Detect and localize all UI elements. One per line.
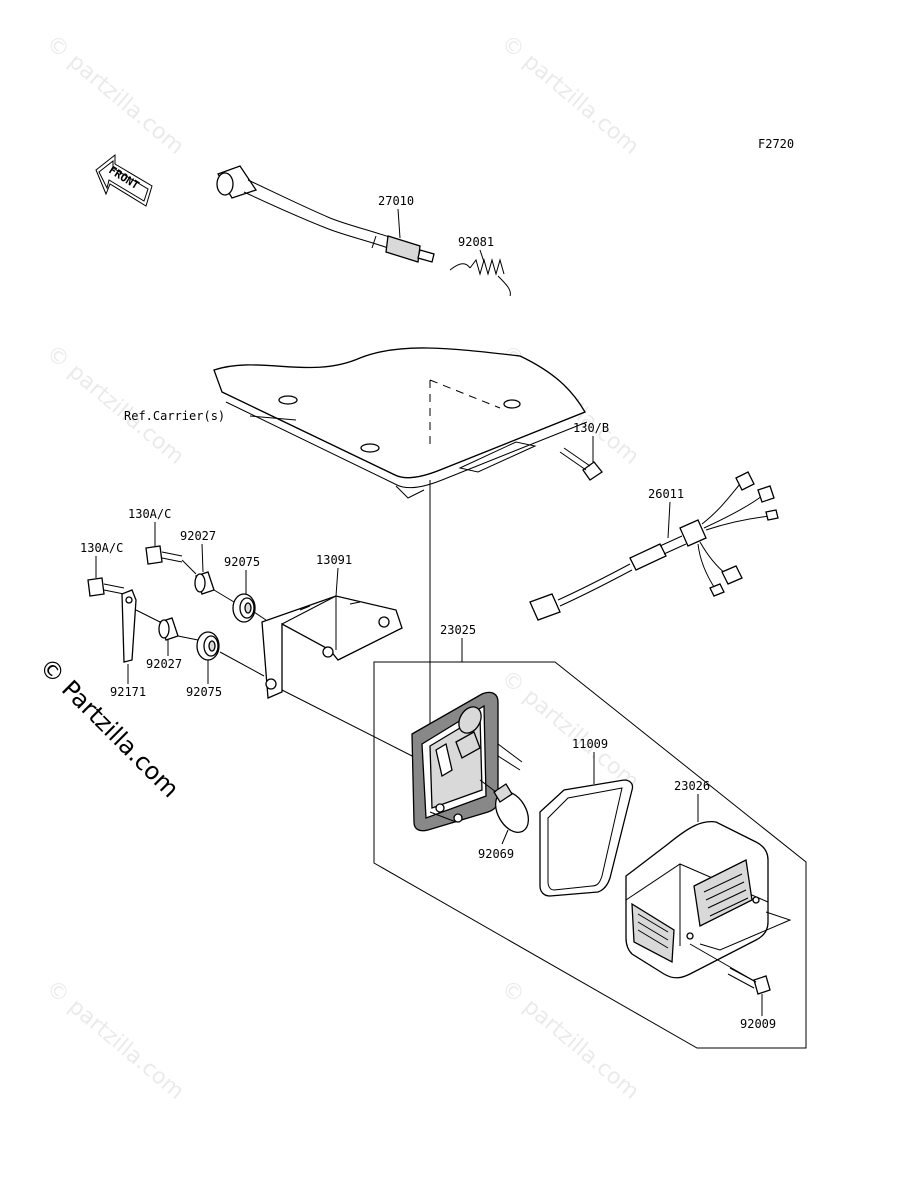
part-130B-bolt [559, 447, 603, 481]
label-27010: 27010 [378, 194, 414, 208]
label-92075-top: 92075 [224, 555, 260, 569]
watermark-5: © partzilla.com [496, 665, 643, 794]
carrier-ref [213, 347, 588, 499]
watermark-6: © partzilla.com [41, 975, 188, 1104]
diagram-code: F2720 [758, 137, 794, 151]
label-92009: 92009 [740, 1017, 776, 1031]
watermark-2: © partzilla.com [496, 30, 643, 159]
watermark-1: © partzilla.com [41, 30, 188, 159]
watermark-3: © partzilla.com [41, 340, 188, 469]
part-11009-gasket [539, 779, 634, 897]
label-92075-bot: 92075 [186, 685, 222, 699]
label-92069: 92069 [478, 847, 514, 861]
label-92171: 92171 [110, 685, 146, 699]
label-13091: 13091 [316, 553, 352, 567]
label-92027-bot: 92027 [146, 657, 182, 671]
part-92069-bulb [479, 779, 530, 833]
part-92081-spring [449, 258, 511, 297]
background-watermarks: © partzilla.com © partzilla.com © partzi… [41, 30, 643, 1104]
label-130AC-left: 130A/C [80, 541, 123, 555]
part-92027-bot-collar [158, 617, 179, 641]
guide-line-2 [281, 689, 421, 761]
label-92027-top: 92027 [180, 529, 216, 543]
front-arrow: FRONT [95, 153, 153, 207]
part-92027-top-collar [194, 571, 215, 595]
part-92171-clamp [121, 589, 137, 663]
part-130AC-top-bolt [145, 545, 183, 565]
part-92075-top-grommet [232, 593, 256, 623]
part-130AC-left-bolt [87, 577, 125, 597]
ref-carrier-label: Ref.Carrier(s) [124, 409, 225, 423]
part-92075-bot-grommet [196, 631, 220, 661]
assembly-23025-box [373, 661, 807, 1049]
label-130AC-top: 130A/C [128, 507, 171, 521]
label-26011: 26011 [648, 487, 684, 501]
label-130B: 130/B [573, 421, 609, 435]
part-92009-screw [689, 943, 771, 995]
part-27010-switch [216, 165, 435, 263]
label-23025: 23025 [440, 623, 476, 637]
lamp-base [411, 691, 523, 832]
label-92081: 92081 [458, 235, 494, 249]
watermark-7: © partzilla.com [496, 975, 643, 1104]
part-13091-bracket [261, 595, 403, 699]
label-23026: 23026 [674, 779, 710, 793]
partzilla-watermark: © Partzilla.com [34, 652, 185, 803]
part-23026-lens [625, 820, 792, 979]
part-26011-harness [529, 471, 779, 621]
label-11009: 11009 [572, 737, 608, 751]
front-label: FRONT [106, 164, 141, 193]
